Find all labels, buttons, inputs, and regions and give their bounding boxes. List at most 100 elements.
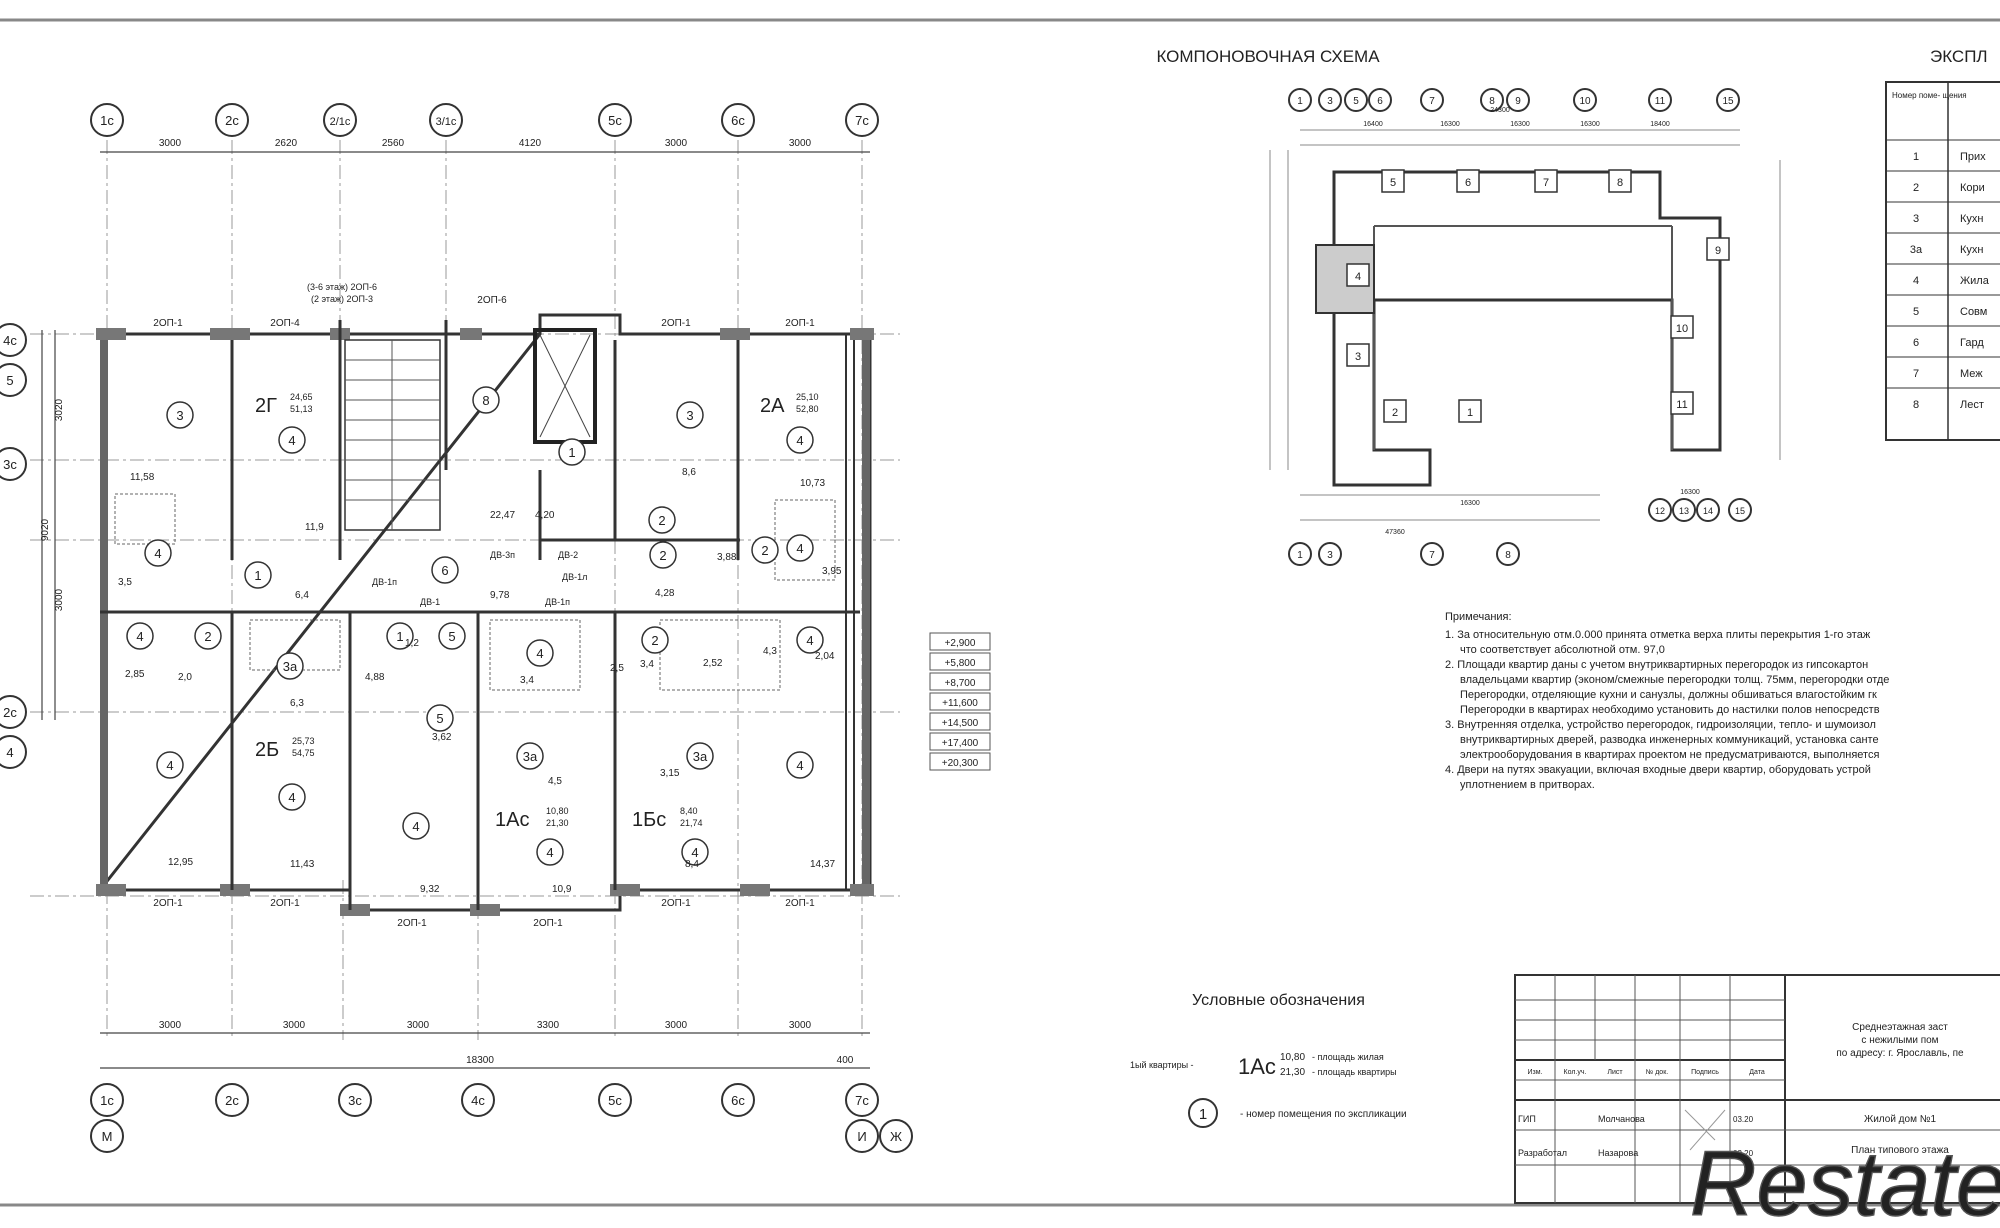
room-area: 11,43 [290, 859, 315, 870]
svg-text:3: 3 [1327, 550, 1333, 561]
legend-apt-prefix: 1ый квартиры - [1130, 1060, 1194, 1070]
svg-text:8: 8 [1505, 550, 1511, 561]
svg-text:1Бс: 1Бс [632, 809, 666, 831]
tb-name: Назарова [1598, 1148, 1638, 1158]
svg-text:2/1с: 2/1с [330, 116, 351, 128]
svg-text:10: 10 [1676, 323, 1688, 335]
scheme-section: 3 [1346, 343, 1370, 367]
scheme-section: 11 [1670, 391, 1694, 415]
room-number-marker: 4 [402, 812, 430, 840]
svg-text:7: 7 [1913, 368, 1919, 380]
scheme-axis-marker: 9 [1506, 88, 1530, 112]
axis-marker: 6с [721, 103, 755, 137]
room-area: 3,95 [822, 566, 842, 577]
svg-text:4: 4 [288, 433, 295, 448]
door-label: ДВ-3п [490, 550, 515, 560]
scheme-axis-marker: 8 [1480, 88, 1504, 112]
svg-text:1: 1 [568, 445, 575, 460]
apartment-labels: 2Г 24,65 51,13 2А 25,10 52,80 2Б 25,73 5… [255, 392, 819, 831]
svg-text:4: 4 [691, 845, 698, 860]
svg-text:9: 9 [1515, 96, 1521, 107]
elevation-mark: +17,400 [929, 732, 991, 751]
door-label: ДВ-1л [562, 572, 587, 582]
legend-room-label: - номер помещения по экспликации [1240, 1109, 1407, 1120]
svg-text:25,10: 25,10 [796, 392, 819, 402]
svg-text:Ж: Ж [890, 1129, 902, 1144]
room-number-marker: 6 [431, 556, 459, 584]
svg-text:3а: 3а [693, 749, 708, 764]
svg-text:7: 7 [1429, 550, 1435, 561]
scheme-axis-marker: 13 [1672, 498, 1696, 522]
partition-label: 2ОП-1 [153, 318, 183, 329]
room-area: 2,85 [125, 669, 145, 680]
apartment-label: 2Г 24,65 51,13 [255, 392, 313, 417]
left-dim: 3000 [54, 588, 65, 611]
svg-text:8: 8 [1913, 399, 1919, 411]
svg-text:4: 4 [546, 845, 553, 860]
room-number-marker: 5 [426, 704, 454, 732]
note-line: Перегородки в квартирах необходимо устан… [1460, 704, 1880, 716]
scheme-title: КОМПОНОВОЧНАЯ СХЕМА [1156, 47, 1380, 66]
explication-title: ЭКСПЛ [1930, 47, 1988, 66]
scheme-section: 9 [1706, 237, 1730, 261]
svg-text:2Б: 2Б [255, 739, 279, 761]
elevation-mark: +8,700 [929, 672, 991, 691]
room-number-marker: 4 [786, 534, 814, 562]
bottom-axis-markers: 1с 2с 3с 4с 5с 6с 7с М И Ж [90, 1083, 913, 1153]
axis-marker: 4 [0, 735, 27, 769]
svg-text:25,73: 25,73 [292, 736, 315, 746]
svg-text:6: 6 [441, 563, 448, 578]
door-labels: ДВ-1п ДВ-3п ДВ-2 ДВ-1 ДВ-1п ДВ-1л [372, 550, 587, 607]
svg-text:4: 4 [1355, 271, 1361, 283]
elevation-mark: +11,600 [929, 692, 991, 711]
bottom-dim: 3000 [283, 1020, 306, 1031]
room-number-marker: 5 [438, 622, 466, 650]
apartment-label: 2Б 25,73 54,75 [255, 736, 315, 761]
scheme-section: 1 [1458, 399, 1482, 423]
svg-text:4: 4 [536, 646, 543, 661]
scheme-axis-marker: 10 [1573, 88, 1597, 112]
room-area: 4,88 [365, 672, 385, 683]
svg-text:2с: 2с [3, 705, 17, 720]
partition-label: 2ОП-1 [270, 898, 300, 909]
bottom-dim: 3000 [789, 1020, 812, 1031]
svg-text:4: 4 [6, 745, 13, 760]
svg-text:М: М [102, 1129, 113, 1144]
room-number-marker: 4 [278, 783, 306, 811]
scheme-axis-marker: 15 [1716, 88, 1740, 112]
svg-text:5: 5 [1353, 96, 1359, 107]
room-number-marker: 1 [244, 561, 272, 589]
svg-text:4: 4 [166, 758, 173, 773]
room-number-marker: 2 [751, 536, 779, 564]
svg-text:+20,300: +20,300 [942, 758, 979, 769]
svg-text:4: 4 [796, 433, 803, 448]
note-line: 2. Площади квартир даны с учетом внутрик… [1445, 659, 1868, 671]
partition-label: 2ОП-1 [153, 898, 183, 909]
partition-label: 2ОП-1 [661, 318, 691, 329]
svg-text:И: И [857, 1129, 866, 1144]
partition-label: 2ОП-1 [785, 318, 815, 329]
svg-text:8: 8 [1489, 96, 1495, 107]
partition-label: 2ОП-1 [533, 918, 563, 929]
svg-text:Лест: Лест [1960, 399, 1984, 411]
note-line: уплотнением в притворах. [1460, 779, 1595, 791]
bottom-dim: 3000 [665, 1020, 688, 1031]
elevation-marks: +2,900+5,800+8,700+11,600+14,500+17,400+… [929, 632, 991, 771]
note-line: владельцами квартир (эконом/смежные пере… [1460, 674, 1889, 686]
scheme-section: 7 [1534, 169, 1558, 193]
door-label: ДВ-2 [558, 550, 578, 560]
svg-text:5: 5 [1390, 177, 1396, 189]
tb-project: Среднеэтажная заст [1852, 1022, 1948, 1033]
svg-text:2: 2 [761, 543, 768, 558]
svg-text:1: 1 [254, 568, 261, 583]
axis-marker: 5с [598, 1083, 632, 1117]
tb-header: Подпись [1691, 1069, 1719, 1076]
svg-text:51,13: 51,13 [290, 404, 313, 414]
svg-text:+17,400: +17,400 [942, 738, 979, 749]
